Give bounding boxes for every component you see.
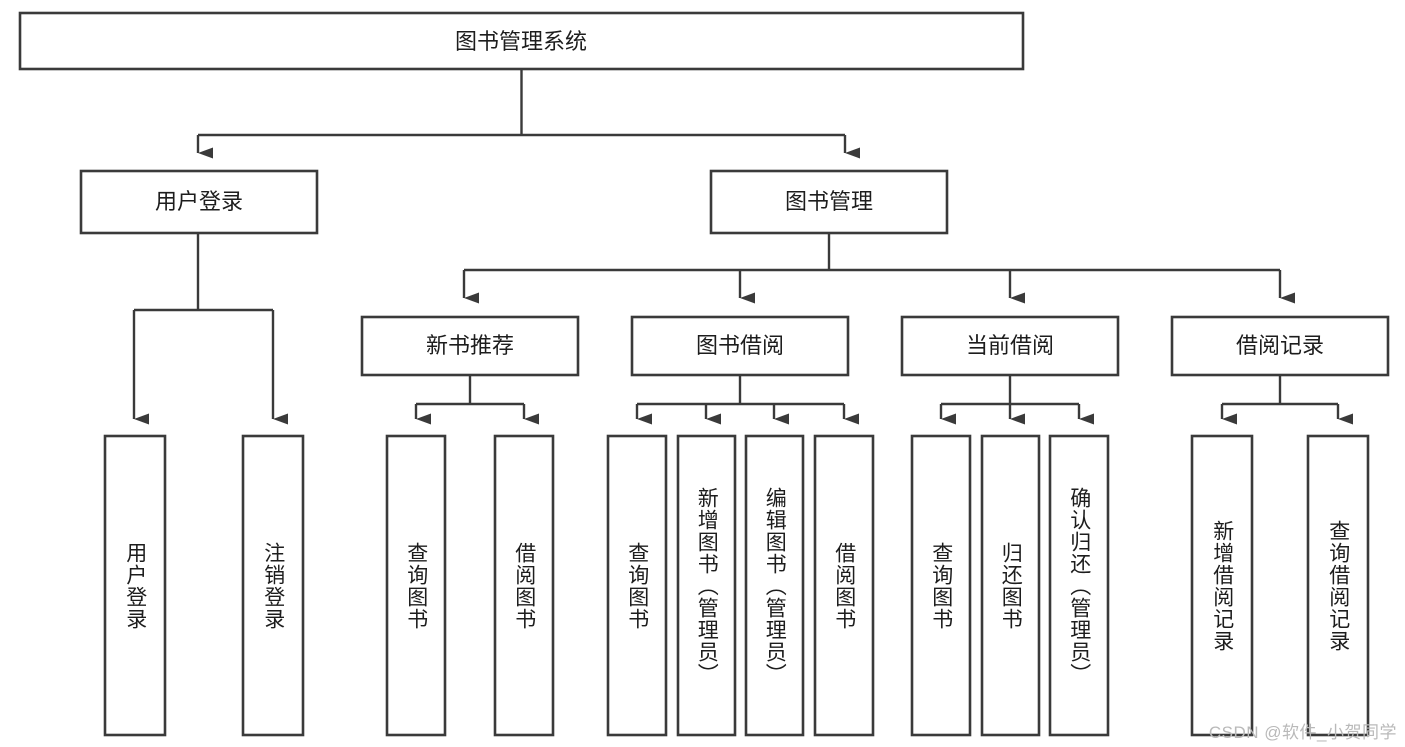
node-leaf-add-book[interactable]: [676, 434, 737, 737]
node-leaf-borrow-book[interactable]: [813, 434, 875, 737]
node-leaf-query-book-cur[interactable]: [910, 434, 972, 737]
node-book-borrow[interactable]: 图书借阅: [630, 315, 850, 377]
node-book-manage-label: 图书管理: [785, 189, 873, 214]
node-current-borrow-label: 当前借阅: [966, 333, 1054, 358]
edge-root-to-level2: [196, 69, 860, 159]
node-leaf-query-book-borrow[interactable]: [606, 434, 668, 737]
edge-bookborrow-to-leaves: [635, 375, 859, 425]
edge-userlogin-to-leaves: [132, 233, 288, 425]
edge-borrowrecord-to-leaves: [1220, 375, 1353, 425]
node-leaf-return-book[interactable]: [980, 434, 1041, 737]
node-current-borrow[interactable]: 当前借阅: [900, 315, 1120, 377]
node-root-label: 图书管理系统: [455, 29, 587, 54]
node-borrow-record[interactable]: 借阅记录: [1170, 315, 1390, 377]
node-new-book-rec-label: 新书推荐: [426, 333, 514, 358]
edge-currentborrow-to-leaves: [939, 375, 1094, 425]
node-leaf-confirm-return[interactable]: [1048, 434, 1110, 737]
csdn-watermark: CSDN @软件_小贺同学: [1208, 723, 1397, 742]
edge-newbookrec-to-leaves: [414, 375, 539, 425]
node-user-login-label: 用户登录: [155, 189, 243, 214]
node-leaf-logout[interactable]: [241, 434, 305, 737]
node-leaf-query-book-rec[interactable]: [385, 434, 447, 737]
node-user-login[interactable]: 用户登录: [79, 169, 319, 235]
node-new-book-rec[interactable]: 新书推荐: [360, 315, 580, 377]
node-root[interactable]: 图书管理系统: [18, 11, 1025, 71]
node-leaf-edit-book[interactable]: [744, 434, 805, 737]
node-borrow-record-label: 借阅记录: [1236, 333, 1324, 358]
edge-bookmanage-to-level3: [462, 233, 1295, 304]
node-leaf-user-login[interactable]: [103, 434, 167, 737]
node-book-manage[interactable]: 图书管理: [709, 169, 949, 235]
node-book-borrow-label: 图书借阅: [696, 333, 784, 358]
node-leaf-add-record[interactable]: [1190, 434, 1254, 737]
node-leaf-query-record[interactable]: [1306, 434, 1370, 737]
node-leaf-borrow-book-rec[interactable]: [493, 434, 555, 737]
